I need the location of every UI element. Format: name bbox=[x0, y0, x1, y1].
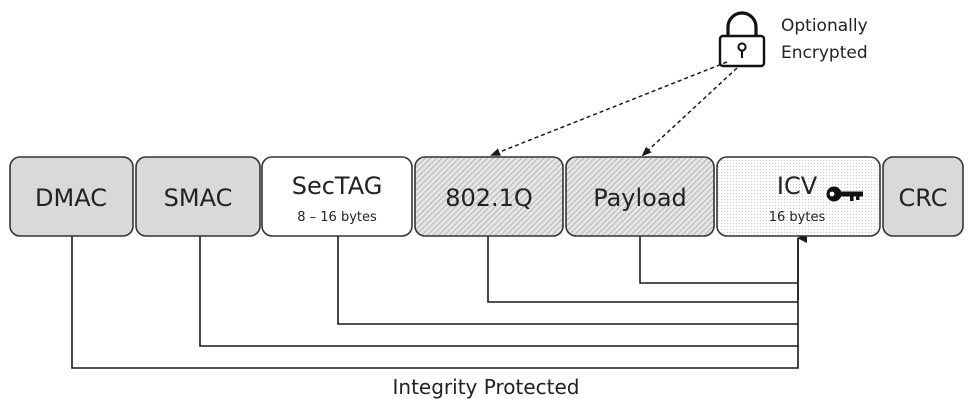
encrypt-arrow-payload bbox=[641, 67, 738, 157]
field-dmac: DMAC bbox=[9, 156, 134, 237]
field-dmac-box bbox=[9, 156, 134, 237]
encrypt-arrow-8021q bbox=[490, 61, 728, 156]
field-smac-box bbox=[135, 156, 261, 237]
connector-payload bbox=[639, 236, 798, 284]
field-crc: CRC bbox=[882, 156, 964, 237]
field-icv-box bbox=[716, 156, 881, 237]
encryption-note-line1: Optionally bbox=[781, 16, 868, 36]
connector-8021q bbox=[487, 236, 798, 303]
field-smac: SMAC bbox=[135, 156, 261, 237]
encryption-note-line2: Encrypted bbox=[781, 43, 868, 63]
key-icon bbox=[826, 186, 863, 202]
frame-fields: DMAC SMAC SecTAG 8 – 16 bytes 802.1Q Pay… bbox=[9, 156, 964, 237]
connector-smac bbox=[199, 236, 798, 347]
field-icv-size: 16 bytes bbox=[769, 210, 826, 225]
field-smac-label: SMAC bbox=[164, 184, 233, 212]
field-sectag-label: SecTAG bbox=[292, 172, 383, 200]
integrity-protected-label: Integrity Protected bbox=[393, 375, 580, 399]
field-crc-box bbox=[882, 156, 964, 237]
field-sectag-size: 8 – 16 bytes bbox=[297, 210, 377, 225]
field-payload-box bbox=[565, 156, 715, 237]
field-crc-label: CRC bbox=[899, 184, 948, 212]
encryption-note: Optionally Encrypted bbox=[490, 11, 868, 157]
field-sectag-box bbox=[261, 156, 413, 237]
integrity-connectors bbox=[71, 233, 807, 369]
field-icv-label: ICV bbox=[777, 172, 818, 200]
connector-dmac bbox=[71, 236, 799, 369]
field-8021q-label: 802.1Q bbox=[445, 184, 533, 212]
field-payload: Payload bbox=[565, 156, 715, 237]
field-payload-label: Payload bbox=[593, 184, 687, 212]
field-8021q: 802.1Q bbox=[414, 156, 564, 237]
field-8021q-box bbox=[414, 156, 564, 237]
connector-sectag bbox=[337, 236, 798, 325]
lock-icon bbox=[718, 11, 766, 68]
field-dmac-label: DMAC bbox=[35, 184, 107, 212]
field-icv: ICV 16 bytes bbox=[716, 156, 881, 237]
field-sectag: SecTAG 8 – 16 bytes bbox=[261, 156, 413, 237]
